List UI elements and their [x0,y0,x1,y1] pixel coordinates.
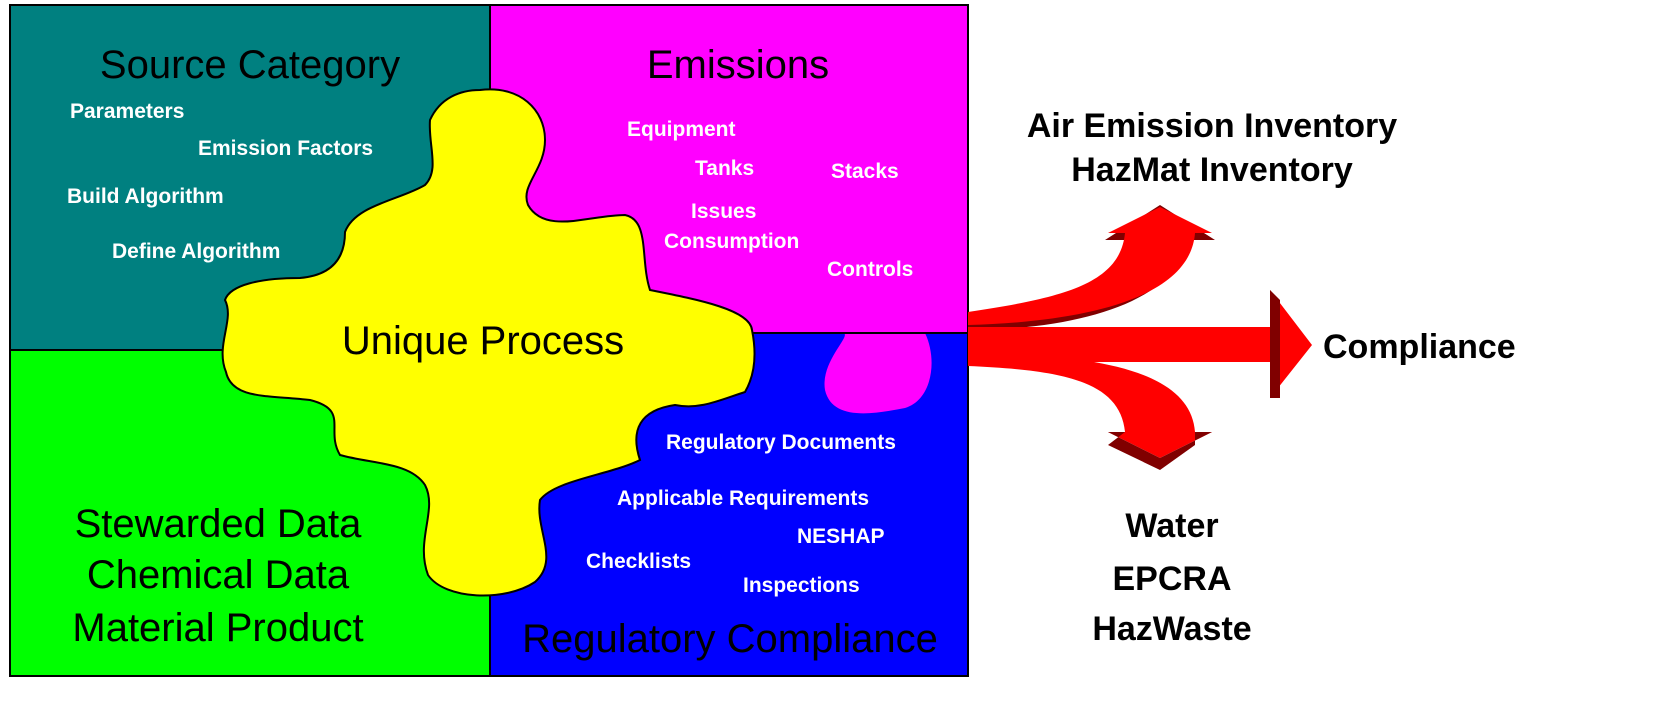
source-category-title: Source Category [100,43,400,87]
stewarded-line-2: Chemical Data [87,553,350,597]
output-hazwaste: HazWaste [1092,610,1251,648]
source-item-build-algorithm: Build Algorithm [67,185,224,208]
regulatory-item-neshap: NESHAP [797,525,885,548]
emissions-tab [752,333,932,414]
regulatory-title: Regulatory Compliance [522,617,938,661]
regulatory-item-checklists: Checklists [586,550,691,573]
regulatory-item-inspections: Inspections [743,574,860,597]
output-air-emission-inventory: Air Emission Inventory [1027,107,1397,145]
stewarded-line-1: Stewarded Data [75,502,363,546]
emissions-item-controls: Controls [827,258,913,281]
arrow-to-air-inventory-front [968,207,1212,325]
unique-process-piece [221,88,756,597]
unique-process-title: Unique Process [342,319,624,363]
emissions-item-equipment: Equipment [627,118,736,141]
output-water: Water [1125,507,1218,545]
compliance-arrows [968,205,1312,470]
emissions-item-tanks: Tanks [695,157,754,180]
output-compliance: Compliance [1323,328,1516,366]
emissions-item-consumption: Consumption [664,230,799,253]
source-category-region [10,5,752,350]
emissions-item-stacks: Stacks [831,160,899,183]
arrow-to-compliance-shade [1270,290,1280,398]
source-category-tab [10,271,240,350]
output-hazmat-inventory: HazMat Inventory [1071,151,1353,189]
emissions-item-issues: Issues [691,200,756,223]
arrow-to-water-shade [1108,432,1212,470]
stewarded-line-3: Material Product [72,606,363,650]
output-epcra: EPCRA [1112,560,1231,598]
regulatory-item-documents: Regulatory Documents [666,431,896,454]
source-item-emission-factors: Emission Factors [198,137,373,160]
arrow-to-water-front [968,352,1212,458]
emissions-title: Emissions [647,43,829,87]
source-item-parameters: Parameters [70,100,184,123]
source-item-define-algorithm: Define Algorithm [112,240,280,263]
regulatory-item-applicable: Applicable Requirements [617,487,869,510]
arrow-to-compliance [968,290,1312,398]
